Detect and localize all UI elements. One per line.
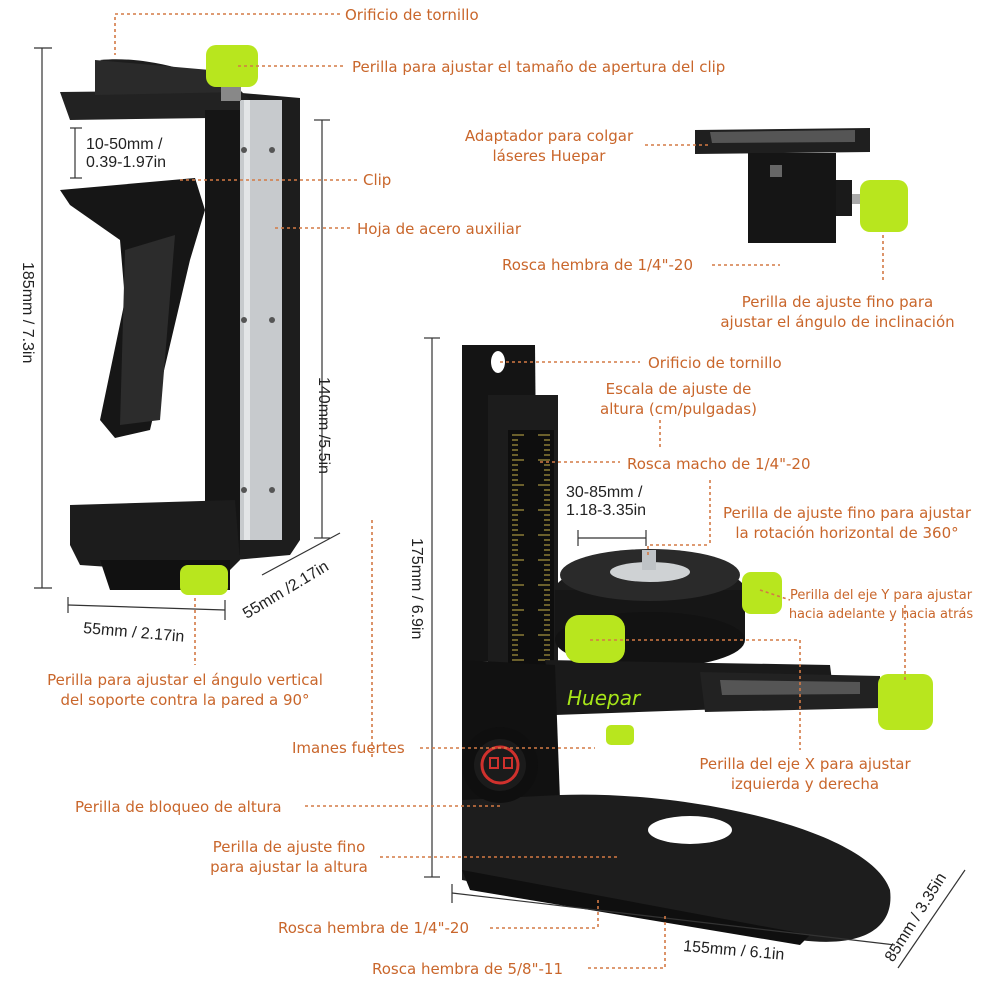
- clip-holder: [60, 45, 300, 595]
- label-imanes: Imanes fuertes: [292, 739, 405, 757]
- leader-lines: [114, 13, 906, 969]
- vertical-angle-knob-icon: [180, 565, 228, 595]
- label-perilla-clip: Perilla para ajustar el tamaño de apertu…: [352, 58, 726, 76]
- label-adaptador: Adaptador para colgar láseres Huepar: [464, 127, 634, 165]
- label-orificio-tornillo-top: Orificio de tornillo: [345, 6, 479, 24]
- rotation-knob-icon: [742, 572, 782, 614]
- label-bloqueo-altura: Perilla de bloqueo de altura: [75, 798, 282, 816]
- dim-travel: 30-85mm / 1.18-3.35in: [566, 484, 647, 519]
- label-rosca-hembra-bottom: Rosca hembra de 1/4"-20: [278, 919, 470, 937]
- main-bracket: [462, 345, 933, 945]
- y-axis-knob-icon: [565, 615, 625, 663]
- tilt-knob-icon: [860, 180, 908, 232]
- label-rosca-macho: Rosca macho de 1/4"-20: [627, 455, 811, 473]
- label-ajuste-altura: Perilla de ajuste fino para ajustar la a…: [210, 838, 368, 876]
- label-eje-y: Perilla del eje Y para ajustar hacia ade…: [788, 588, 974, 622]
- hanging-adapter: [695, 128, 908, 243]
- label-eje-x: Perilla del eje X para ajustar izquierda…: [699, 755, 911, 793]
- label-escala: Escala de ajuste de altura (cm/pulgadas): [600, 380, 757, 418]
- dim-clip-range: 10-50mm / 0.39-1.97in: [86, 136, 167, 171]
- dim-height-175: 175mm / 6.9in: [408, 538, 425, 640]
- clip-knob-icon: [206, 45, 258, 87]
- label-angulo-vertical: Perilla para ajustar el ángulo vertical …: [47, 671, 323, 709]
- label-clip: Clip: [363, 171, 392, 189]
- x-axis-knob-icon: [878, 674, 933, 730]
- label-rotacion: Perilla de ajuste fino para ajustar la r…: [722, 504, 972, 542]
- label-rosca-hembra-top: Rosca hembra de 1/4"-20: [502, 256, 694, 274]
- label-orificio-tornillo-mid: Orificio de tornillo: [648, 354, 782, 372]
- label-perilla-inclinacion: Perilla de ajuste fino para ajustar el á…: [720, 293, 955, 331]
- dim-height-185: 185mm / 7.3in: [19, 262, 36, 364]
- label-rosca-hembra-58: Rosca hembra de 5/8"-11: [372, 960, 564, 978]
- brand-logo: Huepar: [567, 686, 641, 710]
- dim-height-140: 140mm /5.5in: [315, 377, 332, 474]
- label-hoja-acero: Hoja de acero auxiliar: [357, 220, 521, 238]
- dimension-lines: [34, 47, 966, 969]
